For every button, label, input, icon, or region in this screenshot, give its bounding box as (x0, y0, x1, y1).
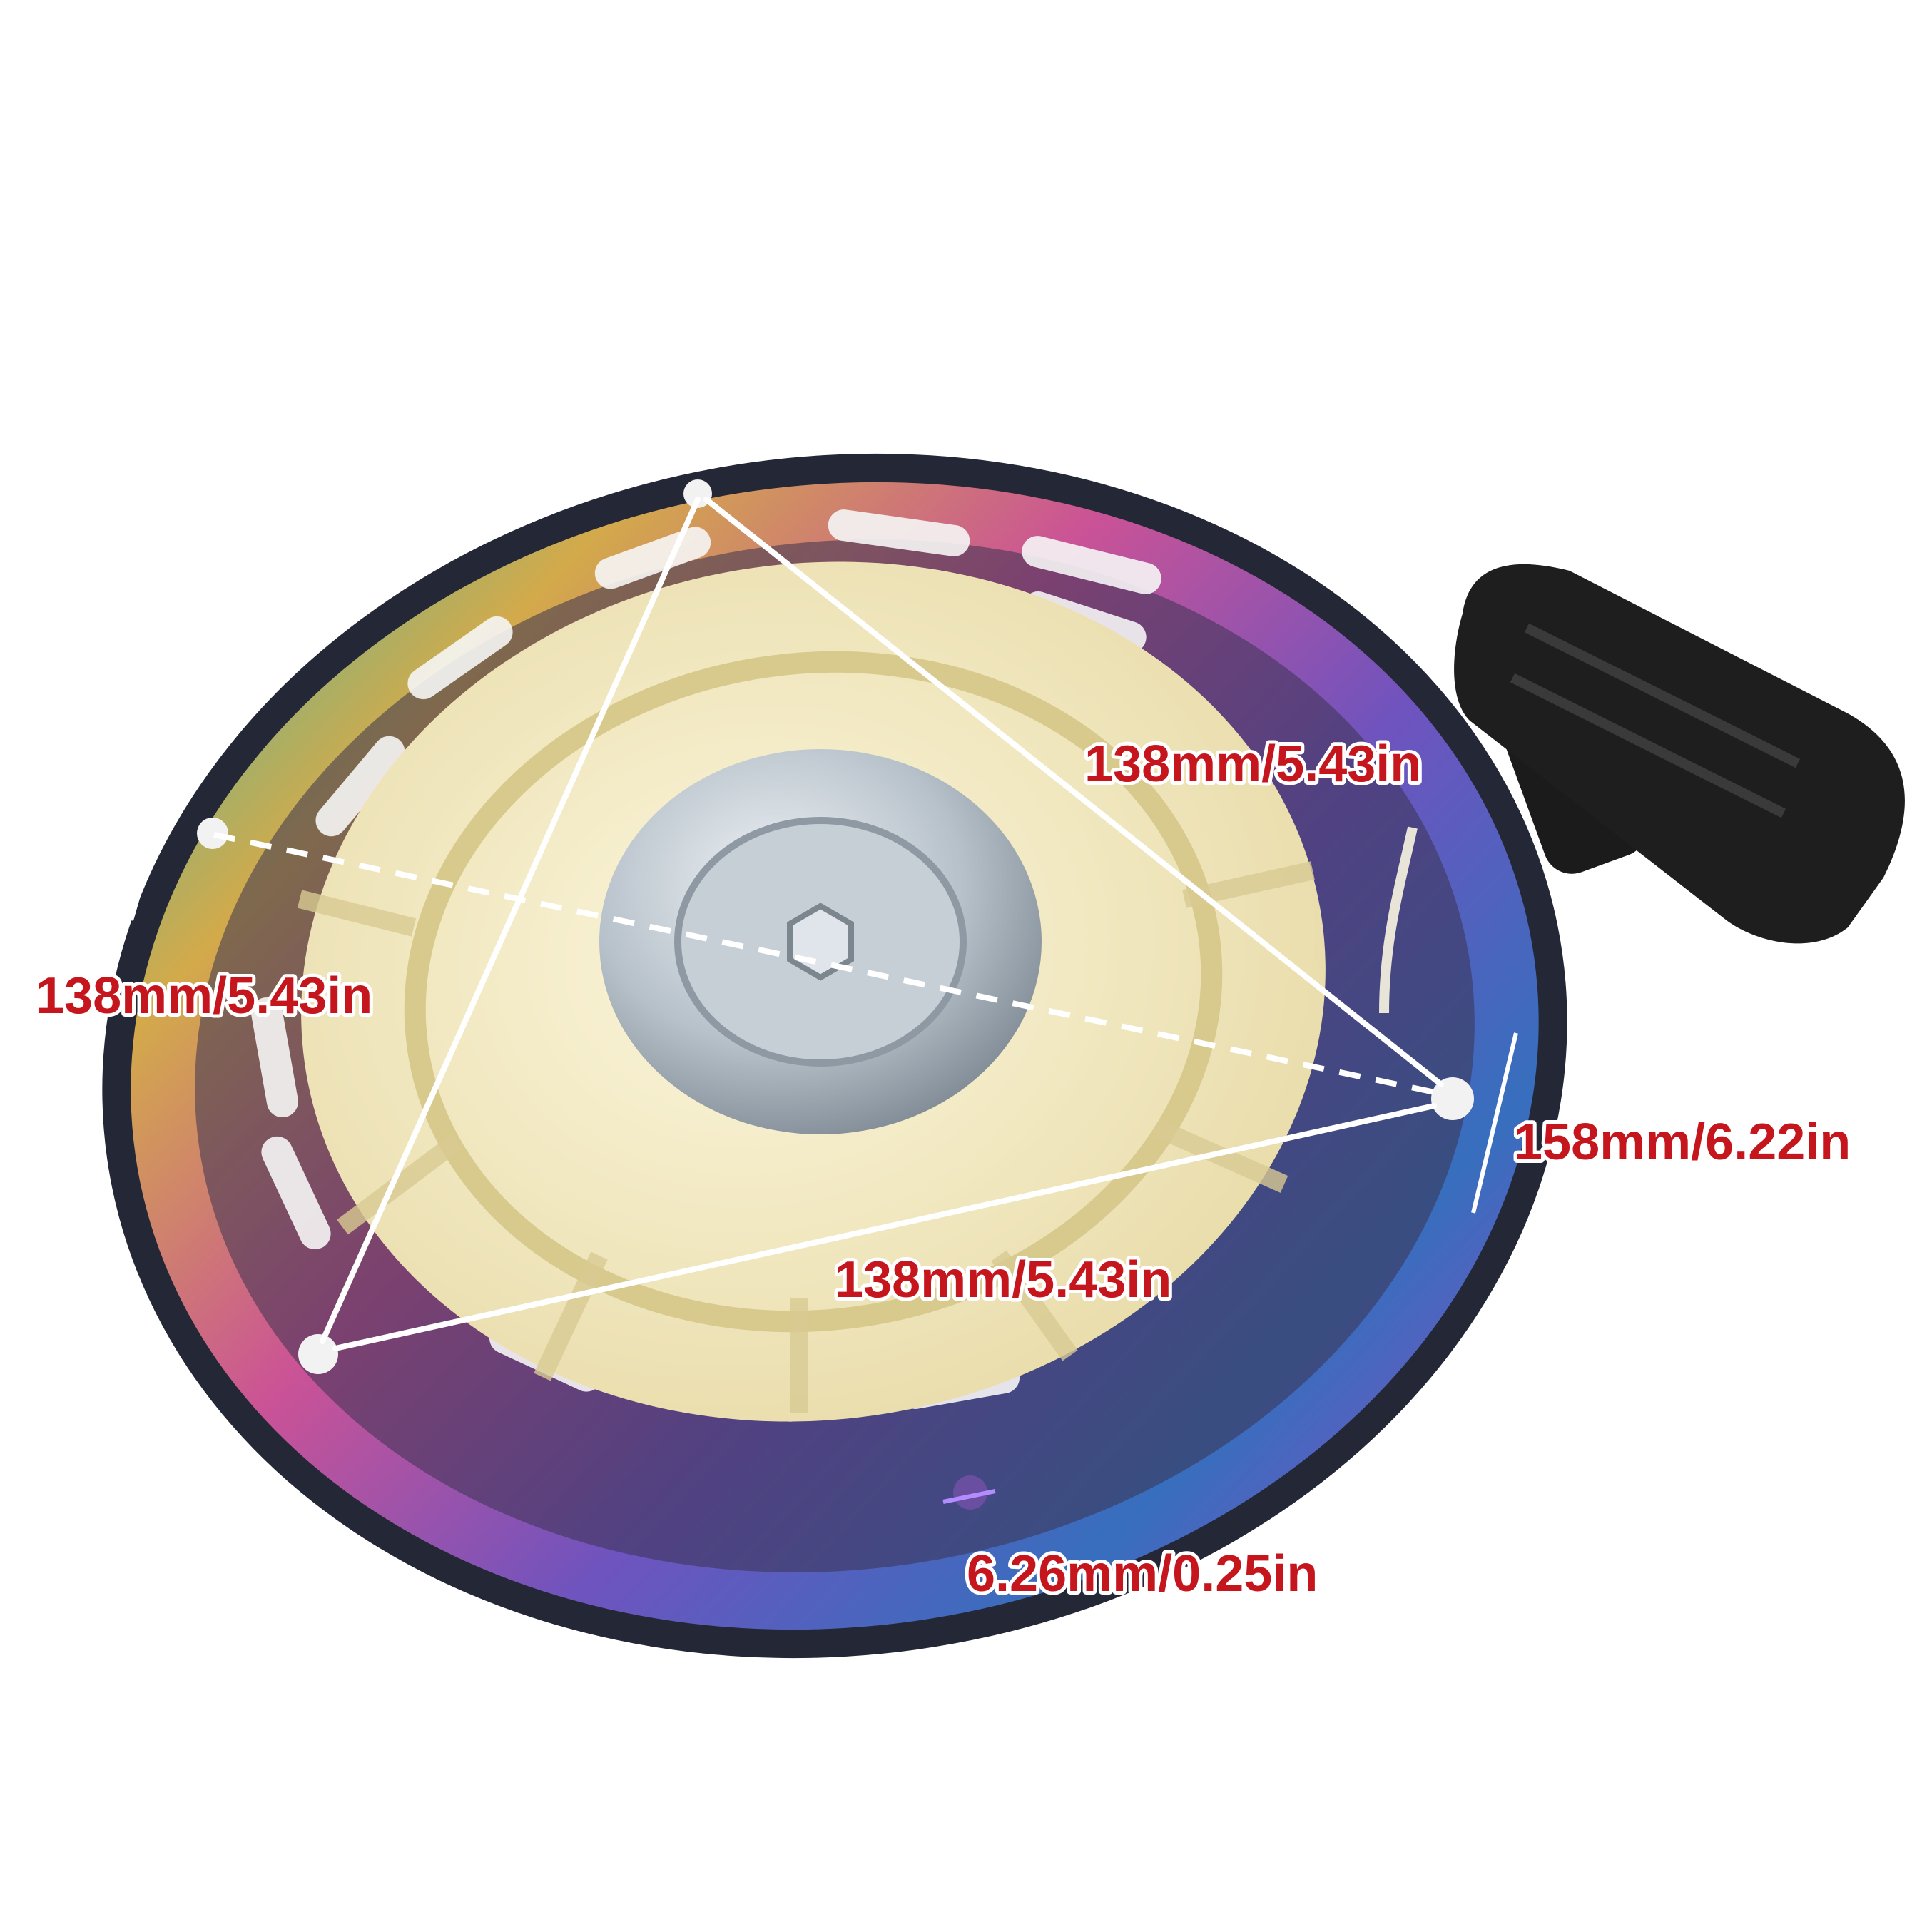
mounting-hole-left (197, 818, 228, 849)
label-top-right-diagonal: 138mm/5.43in (1084, 736, 1421, 793)
dim-bar-right (1471, 1032, 1518, 1214)
dim-line-hole (942, 1489, 996, 1504)
starter-rope (1379, 826, 1418, 1014)
mounting-hole-bottom-left (298, 1334, 338, 1374)
label-right-flange-span: 158mm/6.22in (1514, 1114, 1851, 1171)
label-hole-diameter: 6.26mm/0.25in (967, 1545, 1318, 1602)
t-handle (1454, 564, 1905, 944)
mounting-holes (197, 479, 1474, 1510)
dim-line-dashed (213, 832, 1449, 1098)
label-bottom-diagonal: 138mm/5.43in (835, 1251, 1171, 1308)
dim-bar-left (129, 791, 171, 921)
recoil-starter-housing (102, 453, 1567, 1659)
mounting-hole-right (1431, 1077, 1474, 1120)
label-left-dashed-diagonal: 138mm/5.43in (36, 967, 372, 1025)
dimension-annotations (129, 497, 1518, 1504)
dim-line-bottom (332, 1103, 1437, 1351)
dim-line-top-right (703, 497, 1444, 1087)
mounting-hole-bottom (953, 1475, 987, 1510)
dim-line-left-top (320, 497, 701, 1344)
